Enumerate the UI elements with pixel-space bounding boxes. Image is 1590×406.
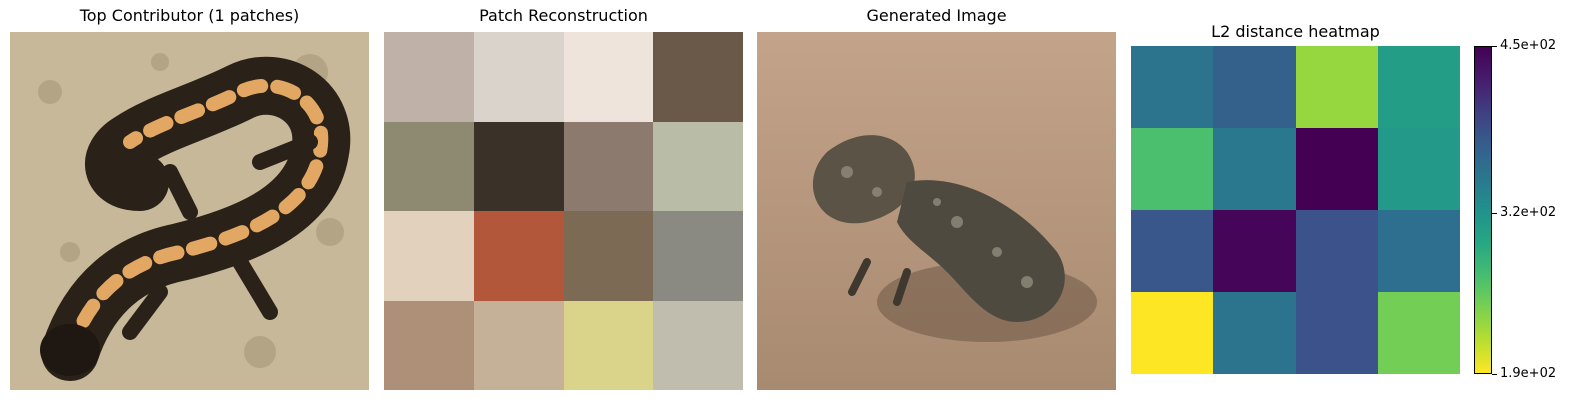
generated-image xyxy=(757,32,1116,390)
heatmap-cell xyxy=(1213,210,1296,292)
patch-tile xyxy=(564,301,653,390)
heatmap-cell xyxy=(1378,128,1460,210)
heatmap-cell xyxy=(1213,292,1296,374)
colorbar-label-mid: 3.2e+02 xyxy=(1500,205,1557,220)
heatmap-cell xyxy=(1378,292,1460,374)
colorbar-label-min: 1.9e+02 xyxy=(1500,366,1557,381)
patch-reconstruction-title: Patch Reconstruction xyxy=(479,6,648,25)
patch-tile xyxy=(474,211,564,301)
heatmap-cell xyxy=(1296,210,1378,292)
heatmap xyxy=(1131,46,1460,374)
patch-tile xyxy=(474,32,564,122)
patch-tile xyxy=(384,32,474,122)
patch-tile xyxy=(653,301,743,390)
patch-tile xyxy=(653,32,743,122)
heatmap-cell xyxy=(1213,46,1296,128)
colorbar-tick-bottom xyxy=(1492,374,1497,375)
heatmap-cell xyxy=(1131,292,1213,374)
patch-tile xyxy=(564,32,653,122)
patch-tile xyxy=(564,211,653,301)
patch-tile xyxy=(564,122,653,211)
patch-tile xyxy=(384,301,474,390)
patch-tile xyxy=(474,301,564,390)
colorbar-label-max: 4.5e+02 xyxy=(1500,38,1557,53)
colorbar-tick-top xyxy=(1492,46,1497,47)
heatmap-cell xyxy=(1213,128,1296,210)
colorbar-tick-mid xyxy=(1492,213,1497,214)
heatmap-cell xyxy=(1296,292,1378,374)
heatmap-cell xyxy=(1131,128,1213,210)
patch-tile xyxy=(474,122,564,211)
patch-tile xyxy=(384,211,474,301)
top-contributor-image xyxy=(10,32,369,390)
heatmap-cell xyxy=(1378,46,1460,128)
heatmap-cell xyxy=(1378,210,1460,292)
patch-tile xyxy=(653,211,743,301)
heatmap-cell xyxy=(1296,128,1378,210)
generated-image-title: Generated Image xyxy=(866,6,1007,25)
heatmap-cell xyxy=(1131,210,1213,292)
heatmap-cell xyxy=(1296,46,1378,128)
heatmap-cell xyxy=(1131,46,1213,128)
colorbar xyxy=(1474,46,1492,374)
heatmap-title: L2 distance heatmap xyxy=(1211,22,1380,41)
patch-reconstruction-grid xyxy=(384,32,743,390)
patch-tile xyxy=(384,122,474,211)
top-contributor-title: Top Contributor (1 patches) xyxy=(79,6,300,25)
patch-tile xyxy=(653,122,743,211)
